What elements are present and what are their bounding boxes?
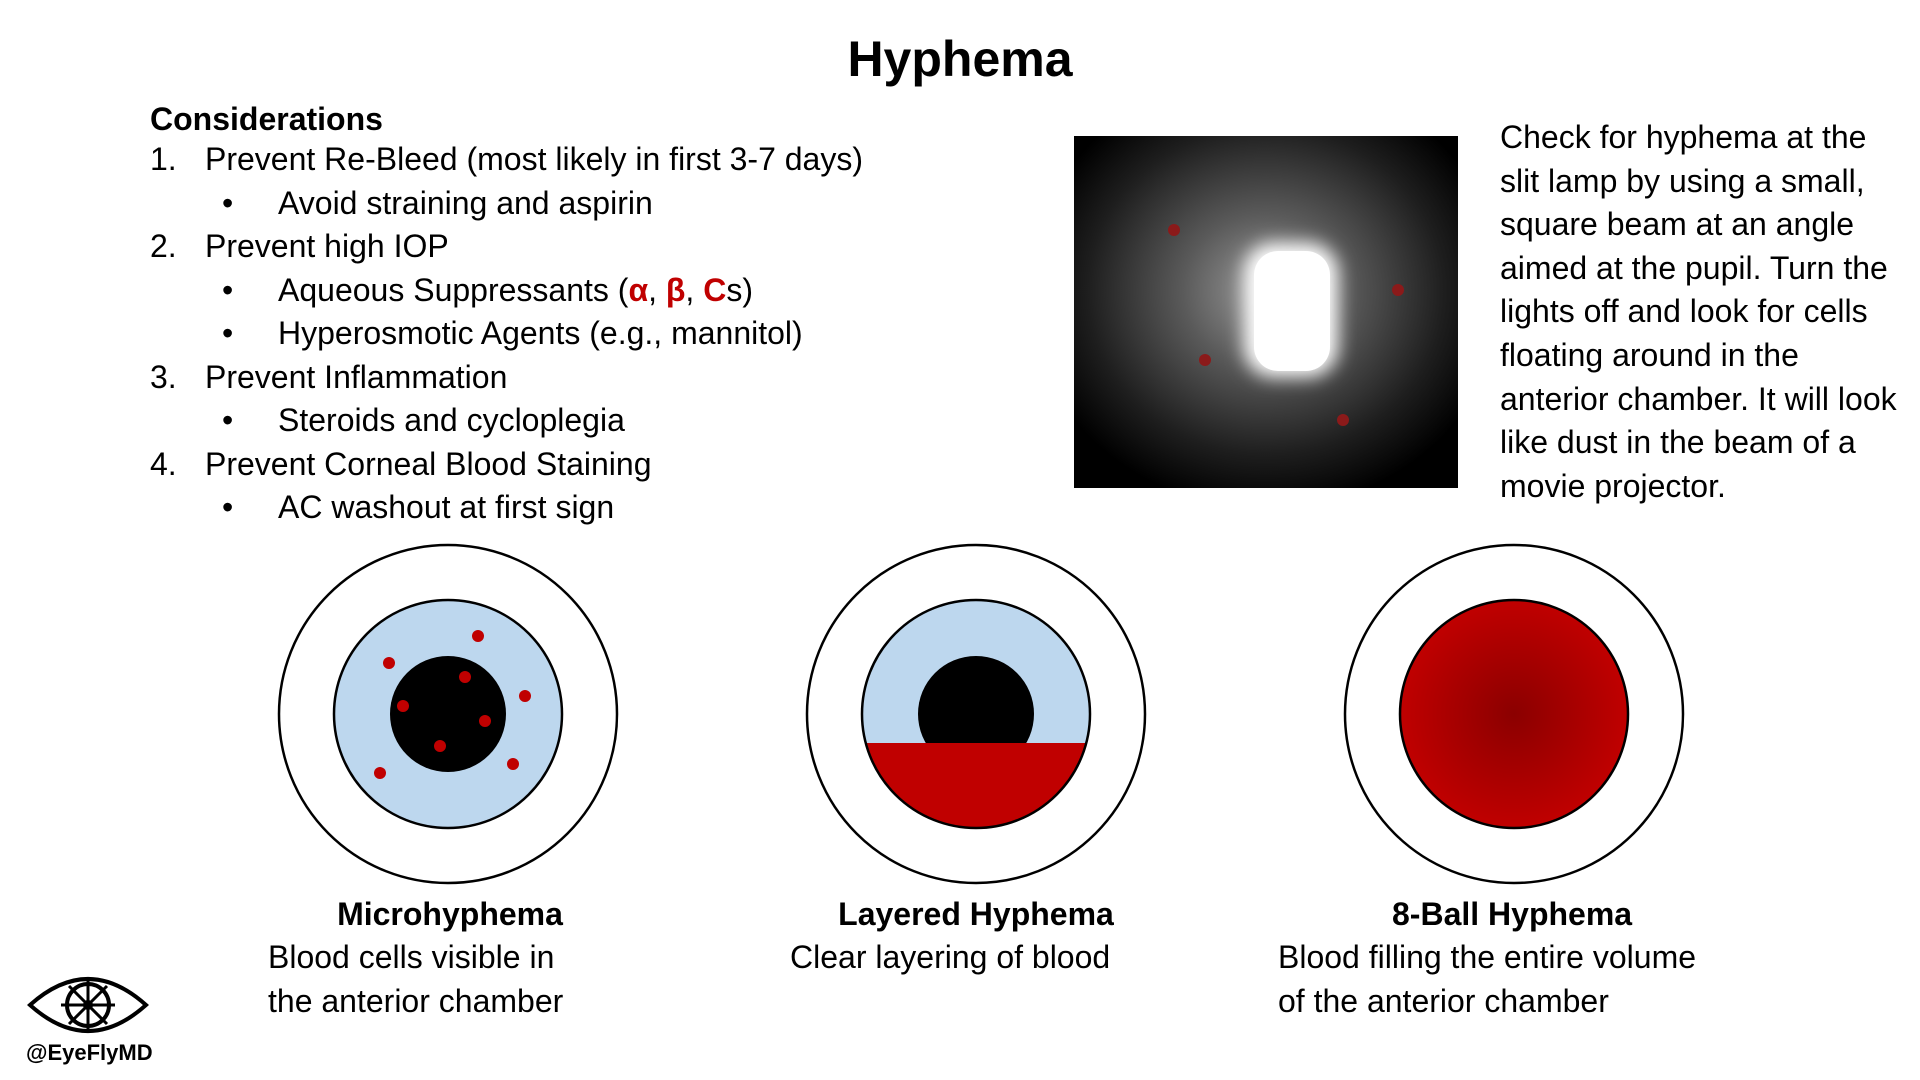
blood-cell (459, 671, 471, 683)
item-text: Prevent Corneal Blood Staining (205, 445, 652, 482)
floating-cell (1168, 224, 1180, 236)
layered-hyphema-title: Layered Hyphema (838, 896, 1114, 932)
microhyphema-desc-line1: Blood cells visible in (268, 939, 555, 975)
c-symbol: C (703, 271, 727, 308)
light-beam-core (1254, 251, 1330, 371)
consideration-item-1: 1. Prevent Re-Bleed (most likely in firs… (150, 138, 1030, 182)
bullet: • (222, 315, 234, 351)
blood-cell (472, 630, 484, 642)
item-number: 1. (150, 141, 177, 177)
blood-cell (519, 690, 531, 702)
blood-filled-chamber (1398, 598, 1630, 830)
microhyphema-label: Microhyphema Blood cells visible in the … (260, 893, 640, 1023)
eyeflymd-logo (27, 977, 149, 1033)
alpha-symbol: α (628, 271, 649, 308)
blood-cell (507, 758, 519, 770)
bullet: • (222, 271, 234, 308)
eight-ball-hyphema-title: 8-Ball Hyphema (1392, 896, 1633, 932)
item-number: 3. (150, 358, 177, 395)
page-title: Hyphema (847, 31, 1073, 87)
item-text: Prevent Re-Bleed (most likely in first 3… (205, 141, 863, 177)
consideration-subitem: • Hyperosmotic Agents (e.g., mannitol) (150, 312, 1030, 356)
item-text: Prevent Inflammation (205, 358, 508, 395)
layered-hyphema-desc-line1: Clear layering of blood (790, 939, 1111, 975)
logo-eye-outline (27, 977, 149, 1033)
considerations-heading: Considerations (150, 101, 383, 137)
layered-hyphema-label: Layered Hyphema Clear layering of blood (786, 893, 1166, 980)
slit-lamp-image (1074, 136, 1458, 488)
slit-lamp-description: Check for hyphema at the slit lamp by us… (1500, 119, 1897, 504)
blood-cell (374, 767, 386, 779)
item-number: 4. (150, 445, 177, 482)
consideration-subitem: • Aqueous Suppressants (α, β, Cs) (150, 269, 1030, 313)
blood-cell (479, 715, 491, 727)
bullet: • (222, 184, 234, 221)
eight-ball-hyphema-desc-line1: Blood filling the entire volume (1278, 939, 1697, 975)
eight-ball-hyphema-eye-diagram (1343, 543, 1685, 885)
pupil (390, 656, 506, 772)
considerations-section: Considerations 1. Prevent Re-Bleed (most… (150, 100, 1030, 530)
consideration-subitem: • Avoid straining and aspirin (150, 182, 1030, 226)
floating-cell (1337, 414, 1349, 426)
floating-cell (1392, 284, 1404, 296)
blood-cell (383, 657, 395, 669)
logo-wheel-spokes (61, 978, 115, 1032)
eight-ball-hyphema-label: 8-Ball Hyphema Blood filling the entire … (1278, 893, 1748, 1023)
microhyphema-eye-diagram (277, 543, 619, 885)
consideration-item-4: 4. Prevent Corneal Blood Staining (150, 443, 1030, 487)
consideration-item-3: 3. Prevent Inflammation (150, 356, 1030, 400)
layered-hyphema-eye-diagram (805, 543, 1147, 885)
item-number: 2. (150, 228, 177, 264)
microhyphema-title: Microhyphema (337, 896, 563, 932)
consideration-item-2: 2. Prevent high IOP (150, 225, 1030, 269)
microhyphema-desc-line2: the anterior chamber (268, 982, 564, 1019)
eight-ball-hyphema-desc-line2: of the anterior chamber (1278, 982, 1609, 1019)
consideration-subitem: • AC washout at first sign (150, 486, 1030, 530)
aqueous-suppressants-text: Aqueous Suppressants (α, β, Cs) (278, 271, 753, 308)
blood-cell (434, 740, 446, 752)
floating-cell (1199, 354, 1211, 366)
beta-symbol: β (665, 271, 686, 308)
bullet: • (222, 402, 234, 438)
blood-cell (397, 700, 409, 712)
iris-outline (860, 598, 1092, 830)
logo-handle-text: @EyeFlyMD (26, 1040, 153, 1065)
consideration-subitem: • Steroids and cycloplegia (150, 399, 1030, 443)
item-text: Prevent high IOP (205, 228, 449, 264)
bullet: • (222, 489, 234, 525)
